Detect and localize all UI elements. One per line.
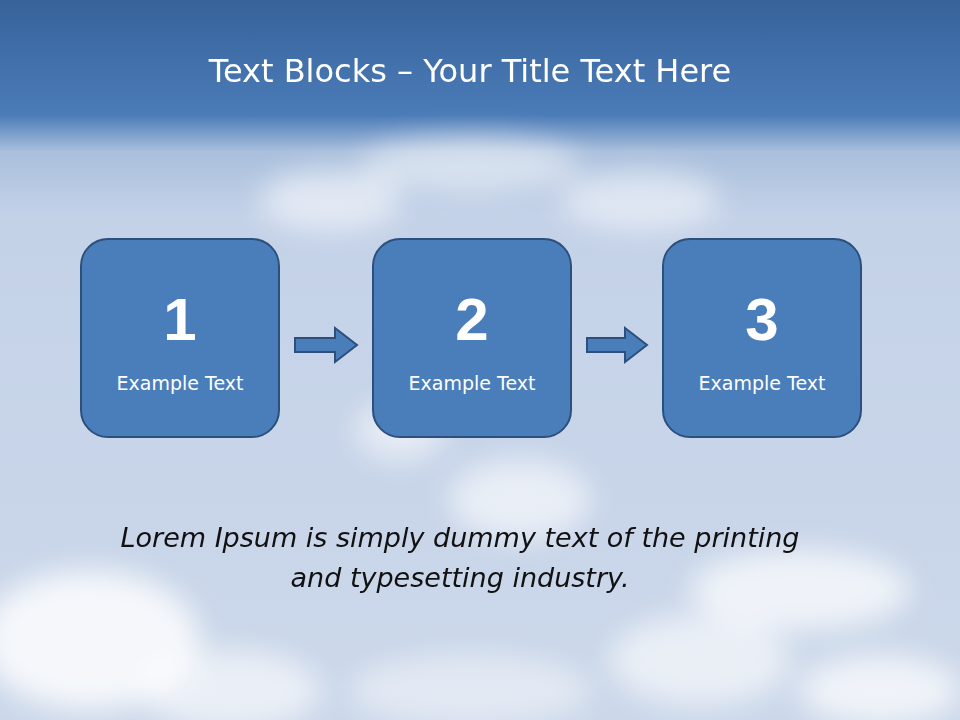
- step-number: 2: [374, 290, 570, 350]
- slide-title: Text Blocks – Your Title Text Here: [0, 52, 940, 90]
- step-box: 1Example Text: [80, 238, 280, 438]
- step-label: Example Text: [82, 372, 278, 395]
- step-label: Example Text: [374, 372, 570, 395]
- step-box: 3Example Text: [662, 238, 862, 438]
- step-label: Example Text: [664, 372, 860, 395]
- block-arrow: [295, 328, 357, 362]
- caption-text: Lorem Ipsum is simply dummy text of the …: [110, 518, 810, 598]
- step-number: 1: [82, 290, 278, 350]
- step-number: 3: [664, 290, 860, 350]
- block-arrow: [587, 328, 647, 362]
- step-box: 2Example Text: [372, 238, 572, 438]
